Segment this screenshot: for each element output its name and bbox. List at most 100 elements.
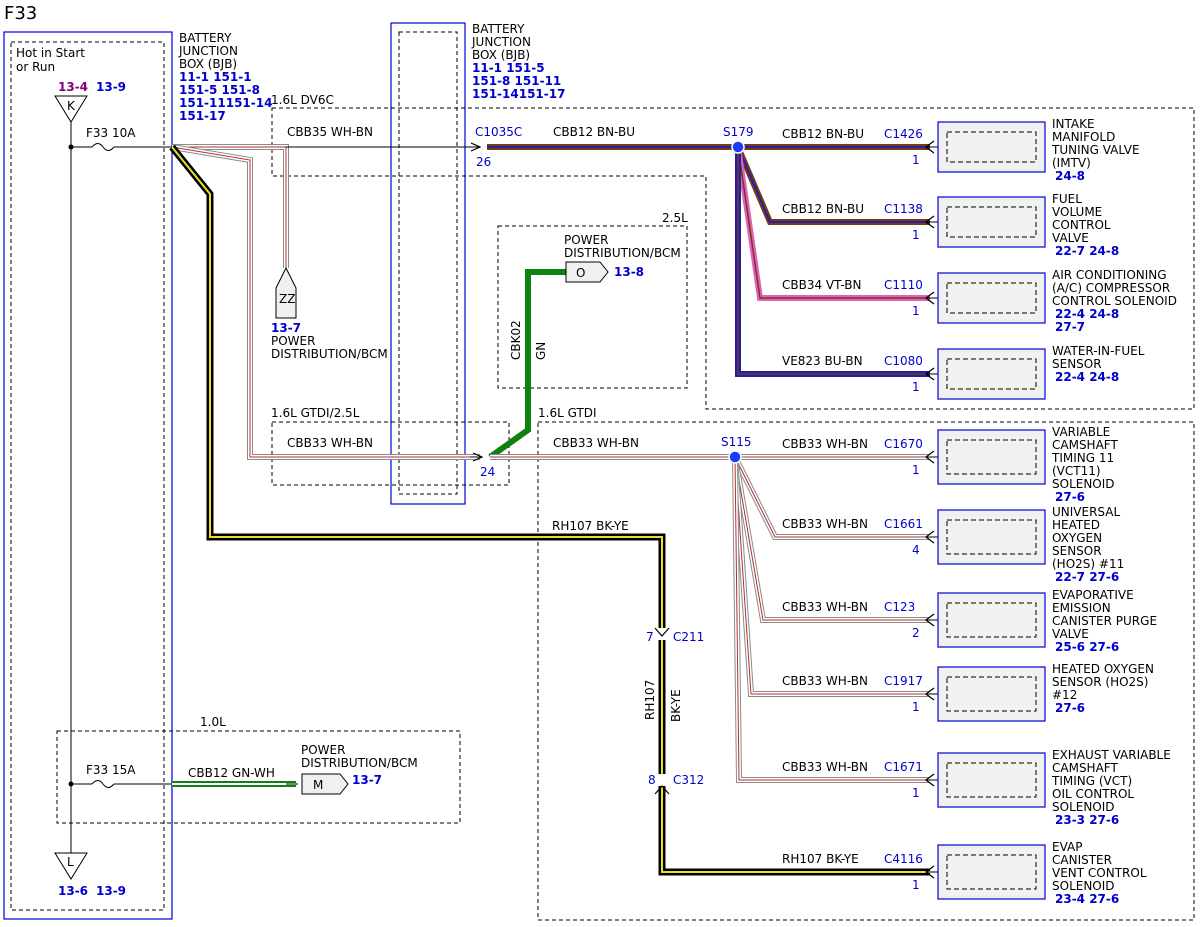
- wire-label-cbb35: CBB35 WH-BN: [287, 125, 373, 139]
- component-box-c1661: [937, 509, 1046, 565]
- pin-label-c1661: 4: [912, 543, 920, 557]
- wire-label-rh107-v-circuit: RH107: [643, 680, 657, 720]
- wire-label-rh107-top: RH107 BK-YE: [552, 519, 629, 533]
- fuse-top-icon: [91, 143, 115, 151]
- component-name-c1661-3: OXYGEN: [1052, 531, 1102, 545]
- component-name-c1661-2: HEATED: [1052, 518, 1100, 532]
- region-dv6c: [271, 107, 1195, 410]
- conn-label-c1917: C1917: [884, 674, 923, 688]
- page-title: F33: [4, 3, 37, 24]
- zz-label-2: DISTRIBUTION/BCM: [271, 347, 388, 361]
- component-name-c1110-3: CONTROL SOLENOID: [1052, 294, 1177, 308]
- zz-connector-icon: [275, 266, 297, 319]
- component-name-c1671-4: OIL CONTROL: [1052, 787, 1134, 801]
- wire-label-c1661: CBB33 WH-BN: [782, 517, 868, 531]
- component-name-c4116-2: CANISTER: [1052, 853, 1112, 867]
- component-box-c1110: [937, 272, 1046, 324]
- component-name-c1138-3: CONTROL: [1052, 218, 1111, 232]
- bjb-left-ref-1: 11-1 151-1: [179, 70, 252, 84]
- bjb-left-name-1: BATTERY: [179, 31, 232, 45]
- component-box-c1670: [937, 429, 1046, 485]
- c1035c-label: C1035C: [475, 125, 522, 139]
- region-25l: [497, 225, 688, 389]
- component-name-c1671-2: CAMSHAFT: [1052, 761, 1118, 775]
- pin-label-c1671: 1: [912, 786, 920, 800]
- bjb-left-name-2: JUNCTION: [178, 44, 238, 58]
- component-name-c1138-2: VOLUME: [1052, 205, 1102, 219]
- o-ref: 13-8: [614, 265, 644, 279]
- bjb-left-ref-3: 151-11151-14: [179, 96, 272, 110]
- component-ref-c1917-1: 27-6: [1055, 701, 1085, 715]
- fuse-top-label: F33 10A: [86, 126, 136, 140]
- bjb-right-inner: [398, 31, 458, 495]
- bjb-right-name-2: JUNCTION: [471, 35, 531, 49]
- k-ref-purple: 13-4: [58, 80, 88, 94]
- component-ref-c1138-1: 22-7 24-8: [1055, 244, 1119, 258]
- component-ref-c1671-1: 23-3 27-6: [1055, 813, 1119, 827]
- wire-label-c1426: CBB12 BN-BU: [782, 127, 864, 141]
- component-ref-c123-1: 25-6 27-6: [1055, 640, 1119, 654]
- component-box-c123: [937, 592, 1046, 648]
- conn-label-c1080: C1080: [884, 354, 923, 368]
- bjb-left-ref-4: 151-17: [179, 109, 226, 123]
- component-name-c1671-3: TIMING (VCT): [1051, 774, 1132, 788]
- conn-label-c1671: C1671: [884, 760, 923, 774]
- component-inner-c1661: [946, 519, 1037, 555]
- component-name-c1670-3: TIMING 11: [1051, 451, 1114, 465]
- component-name-c1426-3: TUNING VALVE: [1051, 143, 1140, 157]
- component-name-c4116-4: SOLENOID: [1052, 879, 1115, 893]
- wire-label-cbb33-left: CBB33 WH-BN: [287, 436, 373, 450]
- component-inner-c1670: [946, 439, 1037, 475]
- component-name-c1671-1: EXHAUST VARIABLE: [1052, 748, 1171, 762]
- s115-label: S115: [721, 435, 752, 449]
- wire-label-c1670: CBB33 WH-BN: [782, 437, 868, 451]
- component-box-c1138: [937, 196, 1046, 248]
- wire-label-c4116: RH107 BK-YE: [782, 852, 859, 866]
- conn-label-c1426: C1426: [884, 127, 923, 141]
- zz-letter: ZZ: [279, 292, 295, 306]
- k-connector-icon: [54, 95, 88, 123]
- component-ref-c1670-1: 27-6: [1055, 490, 1085, 504]
- pin-label-c123: 2: [912, 626, 920, 640]
- region-25l-label: 2.5L: [662, 211, 688, 225]
- conn-label-c1670: C1670: [884, 437, 923, 451]
- component-name-c1671-5: SOLENOID: [1052, 800, 1115, 814]
- component-name-c123-2: EMISSION: [1052, 601, 1111, 615]
- wire-label-cbb12-gnwh: CBB12 GN-WH: [188, 766, 275, 780]
- component-ref-c1661-1: 22-7 27-6: [1055, 570, 1119, 584]
- o-connector-icon: [565, 261, 609, 283]
- component-ref-c1426-1: 24-8: [1055, 169, 1085, 183]
- region-gtdi-25: [271, 421, 510, 486]
- bjb-left-name-3: BOX (BJB): [179, 57, 237, 71]
- m-connector-icon: [301, 773, 349, 795]
- pin-label-c1670: 1: [912, 463, 920, 477]
- wire-label-c1110: CBB34 VT-BN: [782, 278, 861, 292]
- component-name-c1661-5: (HO2S) #11: [1052, 557, 1124, 571]
- wire-label-cbk02-circuit: CBK02: [509, 320, 523, 360]
- component-inner-c1917: [946, 676, 1037, 712]
- component-box-c1917: [937, 666, 1046, 722]
- component-inner-c1080: [946, 358, 1037, 390]
- conn-label-c4116: C4116: [884, 852, 923, 866]
- component-name-c123-3: CANISTER PURGE: [1052, 614, 1157, 628]
- bjb-right-ref-2: 151-8 151-11: [472, 74, 561, 88]
- zz-label-1: POWER: [271, 334, 315, 348]
- wire-label-rh107-v-color: BK-YE: [669, 689, 683, 722]
- region-gtdi-label: 1.6L GTDI: [538, 406, 597, 420]
- pin24-label: 24: [480, 465, 495, 479]
- m-ref: 13-7: [352, 773, 382, 787]
- conn-label-c123: C123: [884, 600, 915, 614]
- component-inner-c1426: [946, 131, 1037, 163]
- component-inner-c1671: [946, 762, 1037, 798]
- zz-ref: 13-7: [271, 321, 301, 335]
- hot-label-1: Hot in Start: [16, 46, 85, 60]
- bjb-left-box: [3, 31, 173, 920]
- component-name-c1670-4: (VCT11): [1052, 464, 1101, 478]
- bjb-left-inner: [10, 41, 165, 911]
